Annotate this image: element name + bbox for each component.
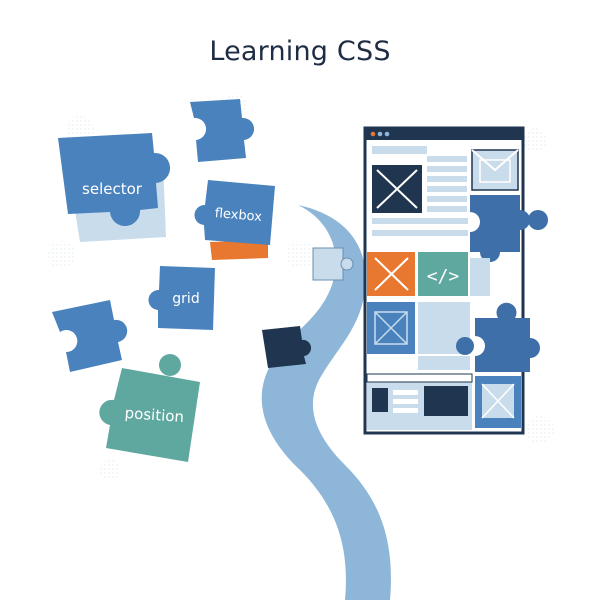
browser-window: </> bbox=[363, 126, 548, 435]
window-dot-icon bbox=[377, 131, 383, 137]
grid-puzzle-piece: grid bbox=[148, 266, 215, 330]
flexbox-puzzle-piece: flexbox bbox=[194, 180, 275, 260]
image-placeholder-icon bbox=[372, 388, 388, 412]
inserted-puzzle-piece bbox=[470, 195, 530, 262]
page-title: Learning CSS bbox=[209, 36, 391, 67]
position-puzzle-piece: position bbox=[99, 354, 200, 462]
code-tag-icon: </> bbox=[427, 266, 460, 287]
code-tile bbox=[418, 252, 468, 296]
left-puzzle-piece bbox=[52, 300, 128, 372]
selector-puzzle-piece: selector bbox=[58, 133, 171, 242]
window-dot-icon bbox=[384, 131, 390, 137]
grid-label: grid bbox=[172, 291, 199, 307]
light-puzzle-piece bbox=[312, 247, 354, 281]
inserted-puzzle-piece bbox=[475, 302, 540, 372]
navy-puzzle-piece bbox=[262, 326, 312, 368]
learning-path bbox=[261, 205, 391, 600]
position-label: position bbox=[124, 404, 185, 426]
window-dot-icon bbox=[370, 131, 376, 137]
text-lines bbox=[427, 156, 467, 212]
selector-label: selector bbox=[82, 180, 143, 198]
flexbox-label: flexbox bbox=[214, 206, 263, 225]
top-puzzle-piece bbox=[190, 99, 255, 162]
